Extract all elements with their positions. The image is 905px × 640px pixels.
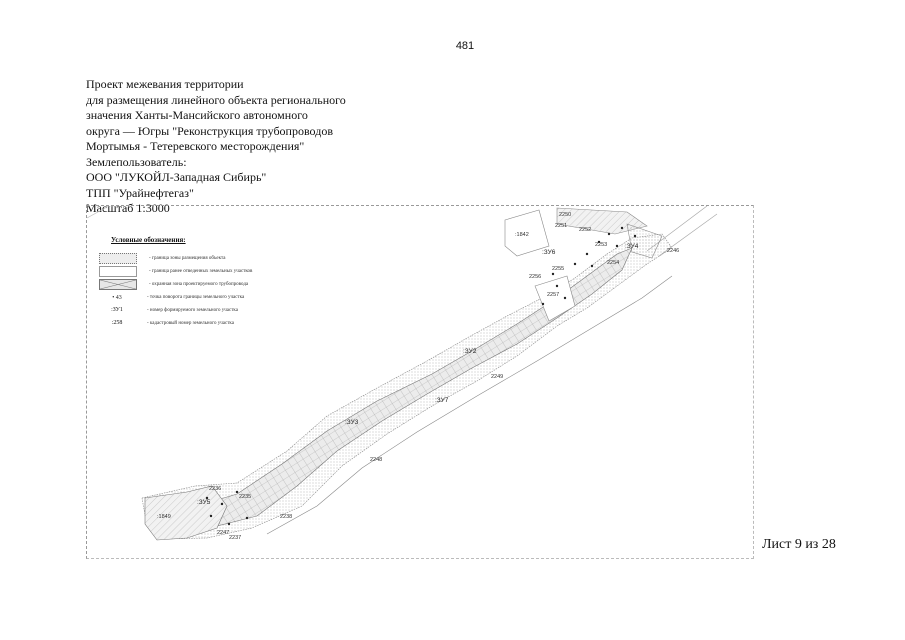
title-line: для размещения линейного объекта региона… [86,92,346,107]
page-number: 481 [455,40,475,52]
legend-item: • 43 - точка поворота границы земельного… [99,291,252,304]
plot-label: :ЗУ2 [463,348,477,355]
legend-title: Условные обозначения: [111,236,186,244]
existing-plot [504,209,550,257]
sheet-label: Лист 9 из 28 [762,537,836,552]
dotted-area-swatch [99,253,137,264]
existing-plot [626,223,663,259]
svg-text:2257: 2257 [547,292,559,298]
map-scale: Масштаб 1:3000 [86,201,170,215]
legend-item: :258 - кадастровый номер земельного учас… [99,317,252,330]
legend-item: - граница зоны размещения объекта [99,252,252,265]
hatched-area-swatch [99,279,137,290]
left-boundary-line [87,206,110,219]
legend-item: :ЗУ1 - номер формируемого земельного уча… [99,304,252,317]
svg-text:2253: 2253 [595,242,607,248]
svg-text:2251: 2251 [555,223,567,229]
legend-text: - точка поворота границы земельного учас… [147,295,245,300]
plot-label: :ЗУ5 [197,499,211,506]
plot-label: :ЗУ3 [345,419,359,426]
svg-text:2237: 2237 [229,535,241,541]
svg-text:2235: 2235 [239,494,251,500]
cadastral-symbol: :258 [111,320,123,326]
plot-label: :ЗУ4 [625,243,639,250]
turning-points [205,226,637,526]
map-legend: Условные обозначения: - граница зоны раз… [99,236,252,330]
legend-text: - охранная зона проектируемого трубопров… [149,282,249,287]
svg-text:2246: 2246 [667,248,679,254]
svg-text:2256: 2256 [529,274,541,280]
legend-text: - граница зоны размещения объекта [149,256,226,261]
land-user-company: ООО "ЛУКОЙЛ-Западная Сибирь" [86,170,267,184]
svg-text:2249: 2249 [491,374,503,380]
cadastral-label: :1849 [157,514,171,520]
svg-text:2236: 2236 [209,486,221,492]
svg-text:2250: 2250 [559,212,571,218]
map-drawing: :ЗУ3 :ЗУ2 :ЗУ7 :ЗУ5 :ЗУ6 :ЗУ4 :1842 :184… [87,206,718,541]
legend-text: - кадастровый номер земельного участка [147,321,234,326]
title-line: Мортымья - Тетеревского месторождения" [86,139,305,153]
zu-symbol: :ЗУ1 [111,307,123,313]
security-zone-left [144,485,228,541]
svg-text:2248: 2248 [370,457,382,463]
title-line: значения Ханты-Мансийского автономного [86,108,308,122]
plot-label: :ЗУ7 [435,397,449,404]
land-user-heading: Землепользователь: [86,154,187,169]
svg-text:2252: 2252 [579,227,591,233]
point-symbol: • 43 [112,294,122,301]
cadastral-label: :1842 [515,232,529,238]
title-line: округа — Югры "Реконструкция трубопровод… [86,123,333,138]
legend-text: - граница ранее отведенных земельных уча… [149,269,253,274]
pipeline-corridor [196,247,633,527]
legend-item: - граница ранее отведенных земельных уча… [99,265,252,278]
plain-area-swatch [99,266,137,277]
svg-text:2247: 2247 [217,530,229,536]
title-line: Проект межевания территории [86,77,244,91]
legend-item: - охранная зона проектируемого трубопров… [99,278,252,291]
point-numbers: 2249 2248 2250 2251 2252 2253 2254 2255 … [209,212,679,541]
corridor-edge [266,275,673,535]
map-frame: :ЗУ3 :ЗУ2 :ЗУ7 :ЗУ5 :ЗУ6 :ЗУ4 :1842 :184… [86,205,754,559]
existing-plot [534,275,576,322]
legend-text: - номер формируемого земельного участка [147,308,238,313]
land-user-division: ТПП "Урайнефтегаз" [86,185,194,200]
svg-text:2255: 2255 [552,266,564,272]
svg-text:2238: 2238 [280,514,292,520]
title-block: Проект межевания территории для размещен… [86,77,386,217]
svg-text:2254: 2254 [607,260,619,266]
plot-label: :ЗУ6 [542,249,556,256]
